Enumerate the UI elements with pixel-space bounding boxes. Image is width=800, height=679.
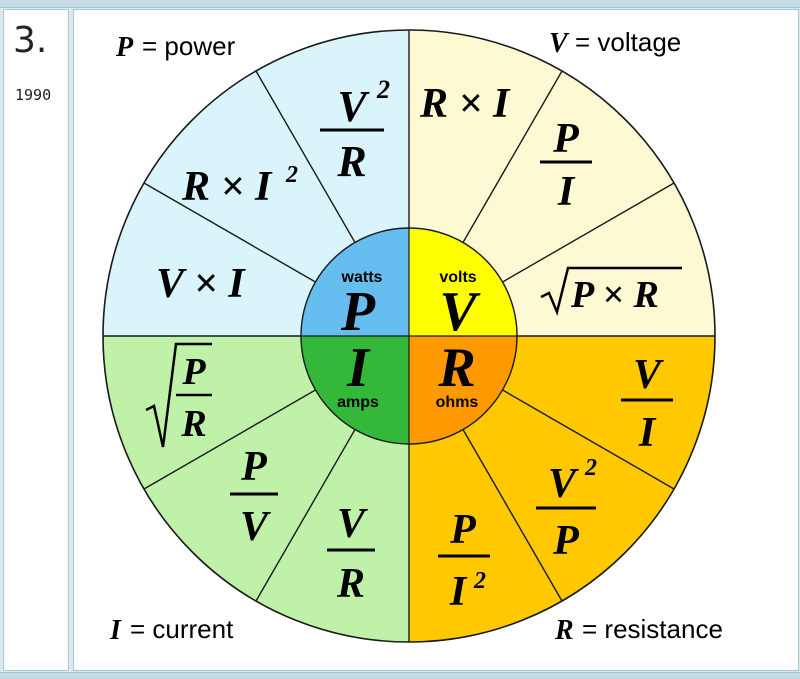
svg-text:2: 2 [584,455,597,481]
power-inner-quadrant [301,228,409,336]
svg-text:= power: = power [142,31,236,61]
corner-label-resistance: R = resistance [554,614,723,646]
svg-text:P: P [181,351,206,393]
current-inner-quadrant [301,336,409,444]
svg-text:P: P [552,116,579,162]
svg-text:watts: watts [341,269,383,286]
svg-text:V: V [240,504,271,550]
formula-r2: V 2 P [536,455,597,564]
resistance-inner-quadrant [409,336,517,444]
svg-text:R: R [554,615,574,646]
formula-p2: R × I 2 [181,162,298,210]
center-resistance: R ohms [436,337,479,411]
formula-i2: P V [230,444,278,550]
formula-r3: P I 2 [438,507,490,615]
corner-label-power: P = power [115,31,236,63]
svg-text:amps: amps [337,394,379,411]
svg-text:V: V [337,501,368,547]
center-current: I amps [337,337,379,411]
svg-text:= current: = current [130,614,234,644]
formula-p1: V 2 R [320,75,390,186]
svg-text:V: V [337,82,370,131]
svg-text:2: 2 [285,162,298,188]
svg-text:2: 2 [376,75,390,104]
svg-text:I: I [449,569,468,615]
svg-text:= resistance: = resistance [582,614,723,644]
wheel-outline [102,29,716,643]
svg-text:I: I [109,615,122,646]
svg-text:P: P [240,444,267,490]
svg-text:volts: volts [439,269,476,286]
formula-v1: R × I [419,81,511,127]
svg-text:R: R [180,403,206,445]
formula-v3: P × R [540,266,682,316]
table-row-divider-top [0,0,800,8]
formula-r1: V I [621,352,673,456]
svg-text:P × R: P × R [570,274,659,316]
svg-text:2: 2 [473,568,486,594]
svg-text:ohms: ohms [436,394,479,411]
svg-text:P: P [552,518,579,564]
formula-v2: P I [540,116,592,215]
svg-text:P: P [449,507,476,553]
svg-text:R: R [336,561,365,607]
corner-label-voltage: V = voltage [549,27,681,59]
svg-text:I: I [638,410,657,456]
svg-text:R: R [437,337,475,399]
svg-text:I: I [557,169,576,215]
svg-text:R × I: R × I [181,164,273,210]
rank-number: 3. [13,20,48,61]
svg-text:= voltage: = voltage [575,27,681,57]
rank-cell: 3. 1990 [3,9,69,671]
svg-text:P: P [115,32,134,63]
corner-label-current: I = current [109,614,234,646]
svg-text:V: V [633,352,664,398]
formula-i1: P R [145,342,212,448]
svg-text:V: V [439,281,481,343]
svg-text:V: V [548,461,579,507]
table-row-divider-bottom [0,672,800,679]
rank-year: 1990 [15,86,52,104]
svg-text:P: P [340,281,376,343]
center-voltage: volts V [439,269,481,343]
svg-text:R: R [336,137,366,186]
svg-text:V: V [549,28,570,59]
svg-text:I: I [346,337,371,399]
formula-i3: V R [327,501,375,607]
center-power: watts P [340,269,383,343]
formula-p3: V × I [156,261,246,307]
voltage-inner-quadrant [409,228,517,336]
